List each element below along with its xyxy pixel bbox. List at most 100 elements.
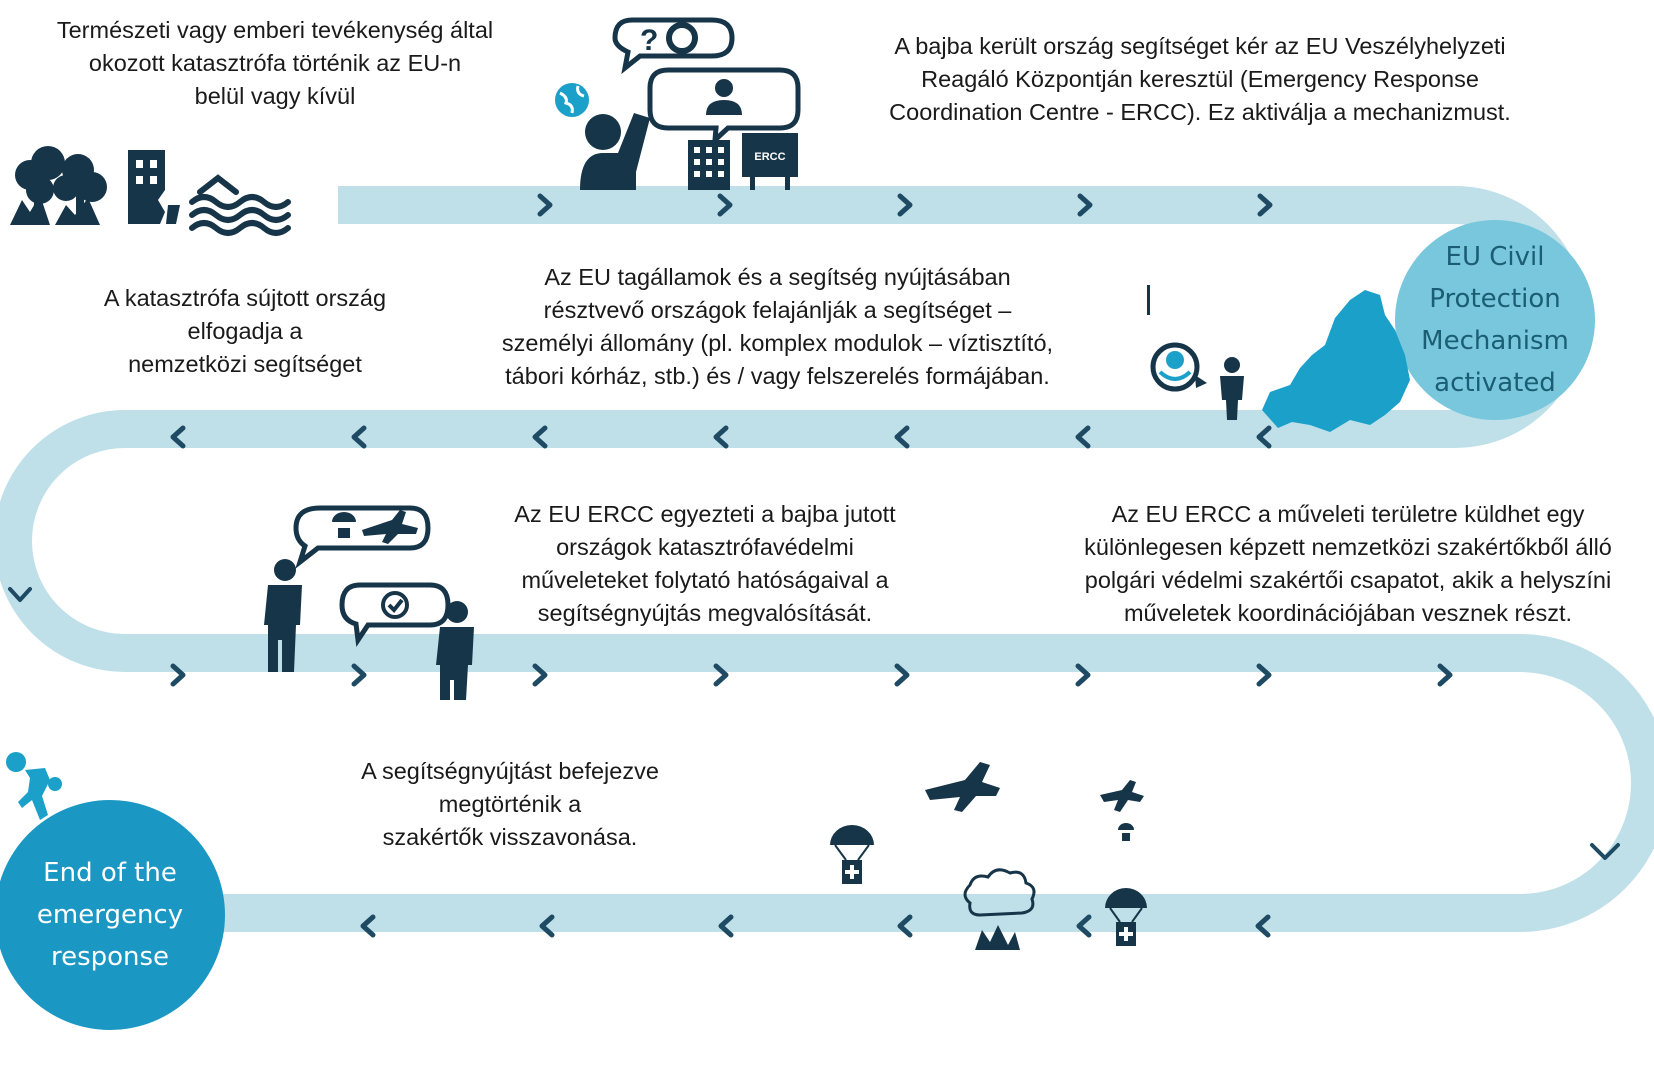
forest-fire-icon xyxy=(10,146,107,225)
chevron-left-icon xyxy=(897,914,913,938)
circle-line: response xyxy=(50,942,170,972)
circle-line: Mechanism xyxy=(1421,326,1569,356)
aid-bubble-icon xyxy=(1150,342,1200,392)
chevron-down-icon xyxy=(8,587,32,602)
text-line: Reagáló Központján keresztül (Emergency … xyxy=(921,66,1479,92)
chevron-left-icon xyxy=(1255,914,1271,938)
offer-assistance-icon xyxy=(1147,285,1410,432)
text-line: szakértők visszavonása. xyxy=(382,824,638,850)
end-of-emergency-label: End of the emergency response xyxy=(20,852,200,978)
speech-bubble-icon xyxy=(612,17,735,75)
text-line: Az EU ERCC a műveleti területre küldhet … xyxy=(1111,501,1585,527)
mechanism-activated-circle xyxy=(1395,220,1595,420)
flow-chevrons xyxy=(170,193,1453,938)
chevron-left-icon xyxy=(718,914,734,938)
text-line: belül vagy kívül xyxy=(194,83,356,109)
circle-line: EU Civil xyxy=(1445,242,1545,272)
chevron-left-icon xyxy=(539,914,555,938)
chevron-right-icon xyxy=(713,663,729,687)
step-offer-assistance: Az EU tagállamok és a segítség nyújtásáb… xyxy=(480,261,1075,393)
circle-line: End of the xyxy=(43,858,177,888)
person-leaving-icon xyxy=(6,752,62,820)
chevron-right-icon xyxy=(170,663,186,687)
chevron-left-icon xyxy=(170,425,186,449)
airplane-icon xyxy=(362,510,418,544)
person-icon xyxy=(436,601,474,700)
coordination-icon xyxy=(264,505,474,700)
text-line: Természeti vagy emberi tevékenység által xyxy=(56,17,494,43)
chevron-left-icon xyxy=(360,914,376,938)
question-mark-icon: ? xyxy=(640,24,658,57)
parachute-small-icon xyxy=(1118,823,1134,841)
step-accept-assistance: A katasztrófa sújtott ország elfogadja a… xyxy=(80,282,410,381)
chevron-right-icon xyxy=(894,663,910,687)
step-disaster-occurs: Természeti vagy emberi tevékenység által… xyxy=(40,14,510,113)
parachute-medical-icon xyxy=(830,825,874,884)
chevron-left-icon xyxy=(713,425,729,449)
end-of-emergency-circle xyxy=(0,800,225,1030)
circle-line: emergency xyxy=(36,900,184,930)
text-line: megtörténik a xyxy=(438,791,582,817)
text-line: nemzetközi segítséget xyxy=(128,351,362,377)
chevron-right-icon xyxy=(537,193,553,217)
text-line: A segítségnyújtást befejezve xyxy=(361,758,659,784)
chevron-right-icon xyxy=(1257,193,1273,217)
check-icon xyxy=(381,591,409,619)
chevron-left-icon xyxy=(532,425,548,449)
mechanism-activated-label: EU Civil Protection Mechanism activated xyxy=(1405,236,1585,404)
text-line: polgári védelmi szakértői csapatot, akik… xyxy=(1084,567,1612,593)
step-coordination: Az EU ERCC egyezteti a bajba jutott orsz… xyxy=(475,498,935,630)
text-line: Az EU ERCC egyezteti a bajba jutott xyxy=(514,501,896,527)
request-help-icon: ? ERCC xyxy=(555,17,801,190)
speech-bubble-icon xyxy=(647,67,801,147)
step-expert-team: Az EU ERCC a műveleti területre küldhet … xyxy=(1048,498,1648,630)
parachute-medical-icon xyxy=(1105,888,1147,946)
chevron-right-icon xyxy=(351,663,367,687)
person-raising-hand-icon xyxy=(580,113,650,190)
parachute-aid-icon xyxy=(332,512,356,538)
europe-map-icon xyxy=(1262,290,1410,432)
step-withdrawal: A segítségnyújtást befejezve megtörténik… xyxy=(345,755,675,854)
person-icon xyxy=(264,559,302,672)
building-icon xyxy=(688,140,730,190)
chevron-right-icon xyxy=(1075,663,1091,687)
flood-icon xyxy=(189,174,291,236)
chevron-left-icon xyxy=(894,425,910,449)
text-line: műveleteket folytató hatóságaival a xyxy=(521,567,889,593)
divider-line xyxy=(1147,285,1150,315)
chevron-left-icon xyxy=(1256,425,1272,449)
text-line: A bajba került ország segítséget kér az … xyxy=(894,33,1506,59)
speech-bubble-icon xyxy=(339,582,451,647)
lifebuoy-icon xyxy=(666,22,698,54)
text-line: személyi állomány (pl. komplex modulok –… xyxy=(501,330,1054,356)
circle-line: Protection xyxy=(1429,284,1561,314)
person-icon xyxy=(1220,357,1244,420)
step-request-assistance: A bajba került ország segítséget kér az … xyxy=(855,30,1545,129)
text-line: tábori kórház, stb.) és / vagy felszerel… xyxy=(505,363,1050,389)
text-line: különlegesen képzett nemzetközi szakértő… xyxy=(1084,534,1612,560)
globe-icon xyxy=(555,83,589,117)
text-line: segítségnyújtás megvalósítását. xyxy=(537,600,873,626)
operator-icon xyxy=(706,79,742,115)
circle-line: activated xyxy=(1434,368,1556,398)
airplane-icon xyxy=(925,762,1000,812)
collapsed-building-icon xyxy=(128,150,180,224)
svg-text:ERCC: ERCC xyxy=(754,151,785,163)
chevron-right-icon xyxy=(897,193,913,217)
text-line: országok katasztrófavédelmi xyxy=(556,534,854,560)
chevron-right-icon xyxy=(532,663,548,687)
aid-delivery-icons xyxy=(830,762,1147,950)
chevron-right-icon xyxy=(717,193,733,217)
chevron-right-icon xyxy=(1077,193,1093,217)
chevron-down-icon xyxy=(1590,843,1620,860)
text-line: Az EU tagállamok és a segítség nyújtásáb… xyxy=(544,264,1011,290)
airplane-icon xyxy=(1100,780,1144,812)
text-line: okozott katasztrófa történik az EU-n xyxy=(88,50,462,76)
chevron-left-icon xyxy=(351,425,367,449)
text-line: A katasztrófa sújtott ország xyxy=(103,285,387,311)
text-line: elfogadja a xyxy=(187,318,303,344)
speech-bubble-icon xyxy=(293,505,431,569)
chevron-right-icon xyxy=(1256,663,1272,687)
text-line: Coordination Centre - ERCC). Ez aktiválj… xyxy=(889,99,1511,125)
